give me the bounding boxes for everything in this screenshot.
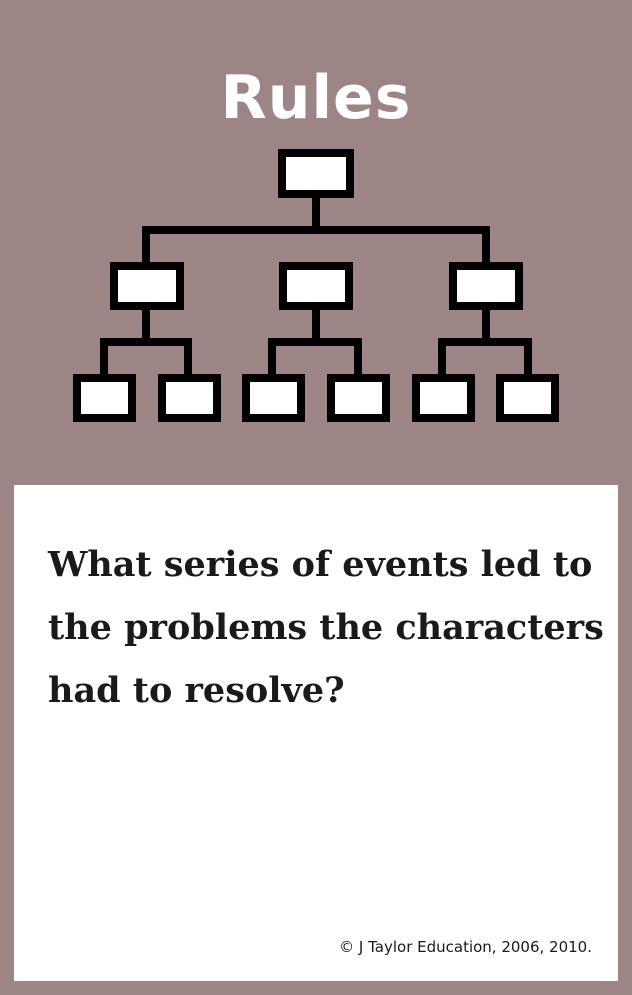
copyright-text: © J Taylor Education, 2006, 2010. (339, 938, 592, 956)
question-text: What series of events led to the problem… (48, 544, 604, 711)
card-title: Rules (220, 63, 412, 133)
hierarchy-chart-icon (73, 149, 559, 422)
question-panel: What series of events led to the problem… (14, 485, 618, 981)
